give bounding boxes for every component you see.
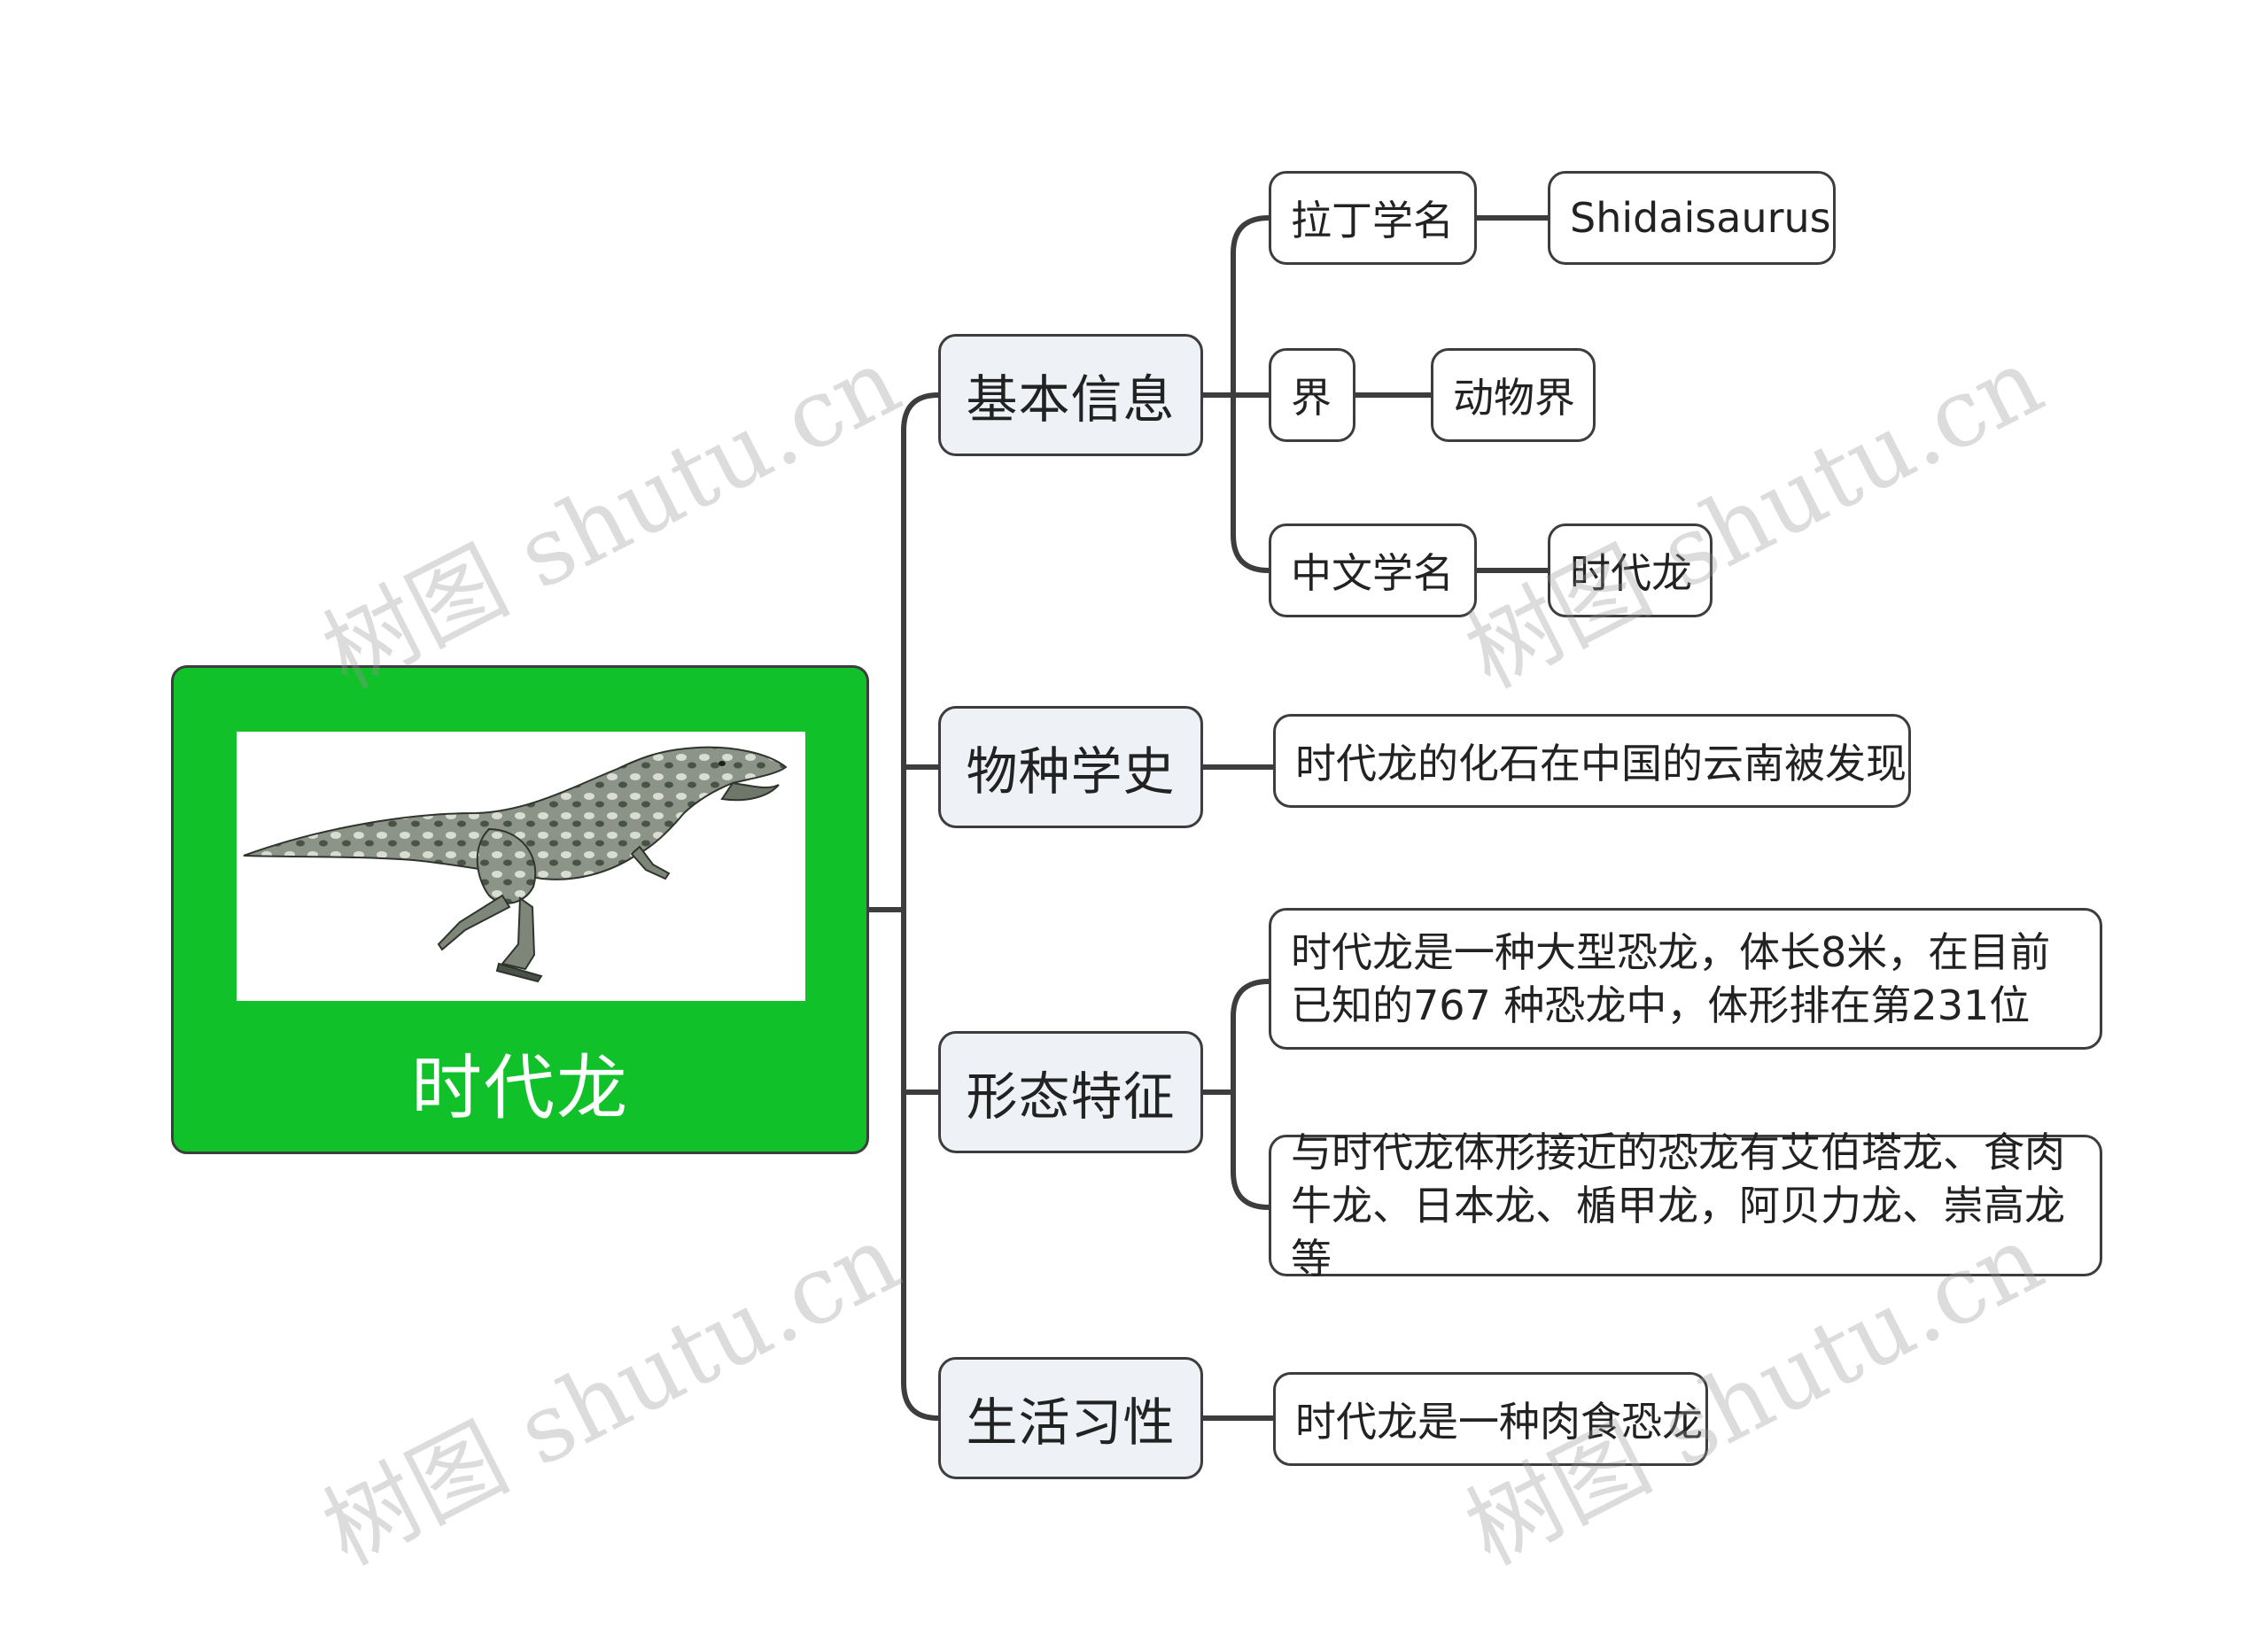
branch-habits[interactable]: 生活习性 xyxy=(938,1357,1203,1479)
node-latin-name[interactable]: 拉丁学名 xyxy=(1269,171,1477,265)
node-chinese-name-value[interactable]: 时代龙 xyxy=(1548,523,1713,617)
node-body-size[interactable]: 时代龙是一种大型恐龙，体长8米，在目前已知的767 种恐龙中，体形排在第231位 xyxy=(1269,908,2102,1050)
node-fossil-discovery[interactable]: 时代龙的化石在中国的云南被发现 xyxy=(1273,714,1911,808)
root-title: 时代龙 xyxy=(174,1031,866,1134)
node-similar-dinosaurs[interactable]: 与时代龙体形接近的恐龙有艾伯塔龙、食肉牛龙、日本龙、楯甲龙，阿贝力龙、崇高龙等 xyxy=(1269,1135,2102,1276)
node-diet[interactable]: 时代龙是一种肉食恐龙 xyxy=(1273,1372,1708,1466)
branch-basic-info[interactable]: 基本信息 xyxy=(938,334,1203,456)
dinosaur-image xyxy=(237,732,805,1001)
node-kingdom-value[interactable]: 动物界 xyxy=(1431,348,1596,442)
branch-species-history[interactable]: 物种学史 xyxy=(938,706,1203,828)
root-node[interactable]: 时代龙 xyxy=(171,665,869,1154)
node-latin-name-value[interactable]: Shidaisaurus xyxy=(1548,171,1836,265)
node-kingdom[interactable]: 界 xyxy=(1269,348,1355,442)
node-chinese-name[interactable]: 中文学名 xyxy=(1269,523,1477,617)
branch-morphology[interactable]: 形态特征 xyxy=(938,1031,1203,1153)
